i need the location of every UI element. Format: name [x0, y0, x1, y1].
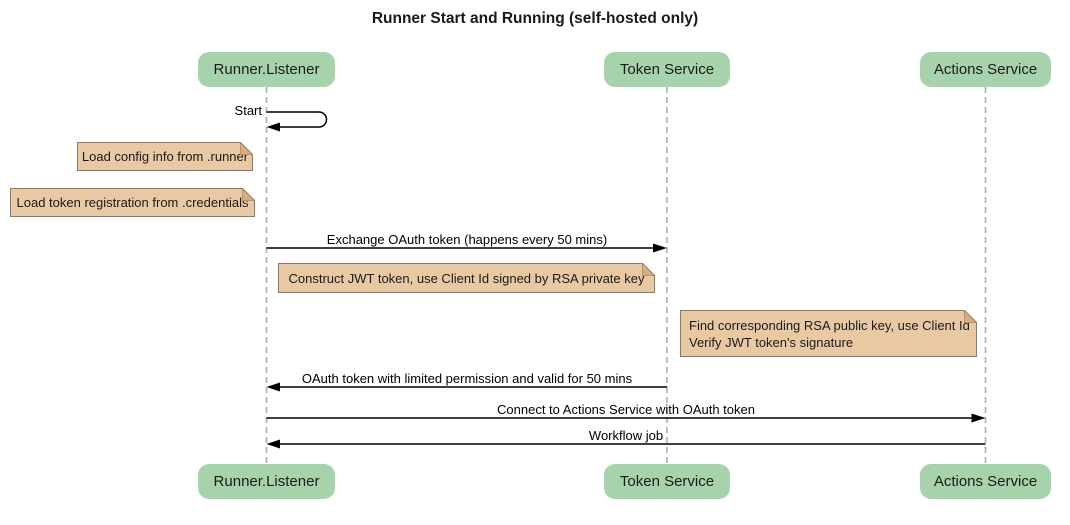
arrowhead-workflow-job: [266, 439, 280, 449]
participant-label: Runner.Listener: [213, 61, 320, 78]
participant-runner-listener-top: Runner.Listener: [198, 52, 335, 87]
participant-label: Runner.Listener: [213, 473, 320, 490]
arrowhead-start: [266, 122, 280, 132]
message-label-oauth-return: OAuth token with limited permission and …: [301, 371, 633, 386]
note-load-config: Load config info from .runner: [77, 142, 253, 171]
note-text: Load token registration from .credential…: [16, 195, 249, 210]
participant-label: Actions Service: [933, 473, 1038, 490]
arrowhead-exchange-oauth: [653, 243, 667, 253]
arrowhead-connect-actions: [971, 413, 986, 423]
note-fold-icon: [642, 263, 655, 276]
note-text: Find corresponding RSA public key, use C…: [689, 317, 970, 333]
note-text: Load config info from .runner: [81, 149, 249, 164]
message-label-connect-actions: Connect to Actions Service with OAuth to…: [497, 402, 755, 417]
participant-token-service-bottom: Token Service: [604, 464, 730, 499]
note-fold-icon: [242, 188, 255, 201]
participant-label: Token Service: [619, 61, 715, 78]
message-label-start: Start: [234, 103, 262, 118]
note-load-token-registration: Load token registration from .credential…: [10, 188, 255, 217]
message-label-exchange-oauth: Exchange OAuth token (happens every 50 m…: [326, 232, 608, 247]
note-fold-icon: [964, 310, 977, 323]
participant-label: Token Service: [619, 473, 715, 490]
note-text: Verify JWT token's signature: [689, 334, 854, 350]
arrowhead-oauth-return: [266, 382, 280, 392]
participant-runner-listener-bottom: Runner.Listener: [198, 464, 335, 499]
diagram-title: Runner Start and Running (self-hosted on…: [371, 10, 699, 27]
note-construct-jwt: Construct JWT token, use Client Id signe…: [278, 263, 655, 293]
note-verify-jwt: Find corresponding RSA public key, use C…: [680, 310, 977, 357]
participant-token-service-top: Token Service: [604, 52, 730, 87]
note-fold-icon: [240, 142, 253, 155]
participant-actions-service-bottom: Actions Service: [920, 464, 1051, 499]
participant-actions-service-top: Actions Service: [920, 52, 1051, 87]
message-label-workflow-job: Workflow job: [588, 428, 664, 443]
message-line-start-self-loop: [266, 111, 328, 128]
note-text: Construct JWT token, use Client Id signe…: [288, 270, 645, 286]
participant-label: Actions Service: [933, 61, 1038, 78]
